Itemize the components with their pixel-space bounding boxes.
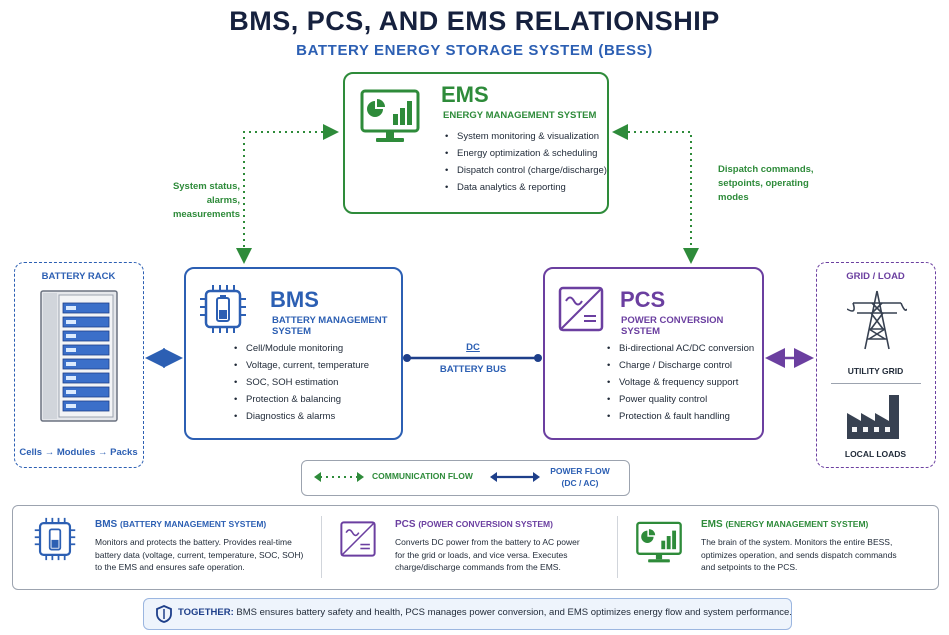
list-item: System monitoring & visualization: [445, 128, 607, 145]
list-item: Voltage & frequency support: [607, 374, 754, 391]
legend-communication-label: COMMUNICATION FLOW: [372, 471, 473, 481]
battery-rack-caption: Cells → Modules → Packs: [19, 447, 138, 458]
summary-text-row: TOGETHER: BMS ensures battery safety and…: [178, 607, 792, 618]
pcs-abbr: PCS: [620, 287, 666, 312]
divider: [321, 516, 322, 578]
local-loads-label: LOCAL LOADS: [844, 449, 907, 459]
bus-dc-label: DC: [466, 342, 480, 353]
legend: COMMUNICATION FLOW POWER FLOW (DC / AC): [301, 460, 630, 496]
ems-abbr: EMS: [441, 82, 489, 107]
monitor-chart-icon: [636, 521, 682, 563]
ac-dc-converter-icon: [340, 521, 376, 557]
pcs-feature-list: Bi-directional AC/DC conversion Charge /…: [607, 340, 754, 425]
description-panel: BMS (BATTERY MANAGEMENT SYSTEM) Monitors…: [12, 505, 939, 590]
power-flow-legend-icon: [490, 472, 540, 482]
legend-power-label: POWER FLOW (DC / AC): [550, 466, 610, 488]
bms-abbr: BMS: [270, 287, 319, 312]
list-item: Charge / Discharge control: [607, 357, 754, 374]
ems-fullname: ENERGY MANAGEMENT SYSTEM: [443, 110, 597, 121]
shield-icon: [156, 605, 172, 623]
left-flow-label: System status, alarms, measurements: [172, 181, 240, 220]
battery-chip-icon: [34, 517, 76, 561]
bms-card: BMS BATTERY MANAGEMENT SYSTEM Cell/Modul…: [184, 267, 403, 440]
pcs-card: PCS POWER CONVERSION SYSTEM Bi-direction…: [543, 267, 764, 440]
list-item: Protection & fault handling: [607, 408, 754, 425]
list-item: Protection & balancing: [234, 391, 369, 408]
grid-load-title: GRID / LOAD: [846, 271, 905, 282]
battery-rack-title: BATTERY RACK: [41, 271, 116, 282]
list-item: Voltage, current, temperature: [234, 357, 369, 374]
battery-chip-icon: [200, 285, 246, 333]
list-item: Cell/Module monitoring: [234, 340, 369, 357]
bms-description-title: BMS (BATTERY MANAGEMENT SYSTEM): [95, 519, 267, 530]
ems-feature-list: System monitoring & visualization Energy…: [445, 128, 607, 196]
pcs-fullname: POWER CONVERSION SYSTEM: [621, 315, 724, 337]
list-item: Data analytics & reporting: [445, 179, 607, 196]
grid-load-card: GRID / LOAD UTILITY GRID LOCAL LOADS: [816, 262, 936, 468]
divider: [617, 516, 618, 578]
monitor-chart-icon: [360, 89, 420, 142]
battery-rack-card: BATTERY RACK Cells → Modules → Packs: [14, 262, 144, 468]
bms-description-text: Monitors and protects the battery. Provi…: [95, 537, 304, 572]
list-item: Power quality control: [607, 391, 754, 408]
ems-card: EMS ENERGY MANAGEMENT SYSTEM System moni…: [343, 72, 609, 214]
utility-grid-label: UTILITY GRID: [847, 366, 904, 376]
summary-banner: TOGETHER: BMS ensures battery safety and…: [143, 598, 792, 630]
list-item: Diagnostics & alarms: [234, 408, 369, 425]
list-item: Dispatch control (charge/discharge): [445, 162, 607, 179]
page-title: BMS, PCS, AND EMS RELATIONSHIP: [229, 6, 720, 36]
right-flow-label: Dispatch commands, setpoints, operating …: [718, 164, 814, 203]
page-subtitle: BATTERY ENERGY STORAGE SYSTEM (BESS): [296, 42, 653, 59]
summary-text: BMS ensures battery safety and health, P…: [236, 607, 792, 618]
factory-icon: [847, 395, 899, 439]
ems-description-text: The brain of the system. Monitors the en…: [701, 537, 897, 572]
battery-rack-icon: [40, 290, 118, 422]
divider: [831, 383, 921, 384]
summary-label: TOGETHER:: [178, 607, 234, 618]
ac-dc-converter-icon: [558, 286, 604, 332]
list-item: Energy optimization & scheduling: [445, 145, 607, 162]
ems-description-title: EMS (ENERGY MANAGEMENT SYSTEM): [701, 519, 869, 530]
communication-flow-legend-icon: [314, 472, 364, 482]
bms-feature-list: Cell/Module monitoring Voltage, current,…: [234, 340, 369, 425]
list-item: SOC, SOH estimation: [234, 374, 369, 391]
bus-name-label: BATTERY BUS: [439, 364, 507, 375]
pcs-description-text: Converts DC power from the battery to AC…: [395, 537, 580, 572]
list-item: Bi-directional AC/DC conversion: [607, 340, 754, 357]
pcs-description-title: PCS (POWER CONVERSION SYSTEM): [395, 519, 553, 530]
bms-fullname: BATTERY MANAGEMENT SYSTEM: [272, 315, 388, 337]
comm-flow-ems-pcs: [612, 124, 699, 264]
comm-flow-ems-bms: [236, 124, 339, 264]
transmission-tower-icon: [847, 290, 907, 350]
